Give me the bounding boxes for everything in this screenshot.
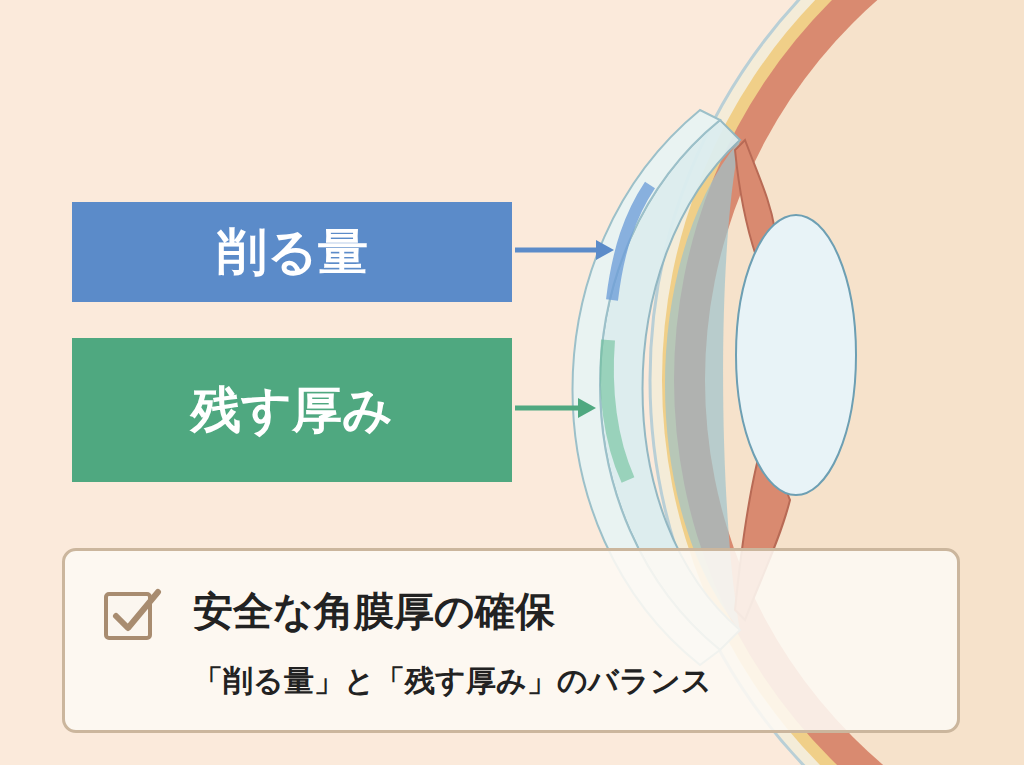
checkbox-icon [100, 586, 164, 646]
cut-layer [612, 185, 650, 300]
leader-arrow [515, 248, 600, 253]
leader-arrow [515, 406, 582, 411]
label-box-blue: 削る量 [72, 202, 512, 302]
node-subtitle: 「削る量」と「残す厚み」のバランス [193, 663, 712, 699]
node-title: 残す厚み [191, 380, 393, 440]
label-box-green: 残す厚み [72, 338, 512, 482]
arrowhead [578, 398, 596, 418]
node-title: 削る量 [217, 222, 368, 282]
node-title: 安全な角膜厚の確保 [193, 587, 555, 635]
arrowhead [596, 240, 614, 260]
remaining-layer [607, 340, 628, 480]
lens [736, 215, 856, 495]
summary-box: 安全な角膜厚の確保「削る量」と「残す厚み」のバランス [62, 548, 960, 733]
